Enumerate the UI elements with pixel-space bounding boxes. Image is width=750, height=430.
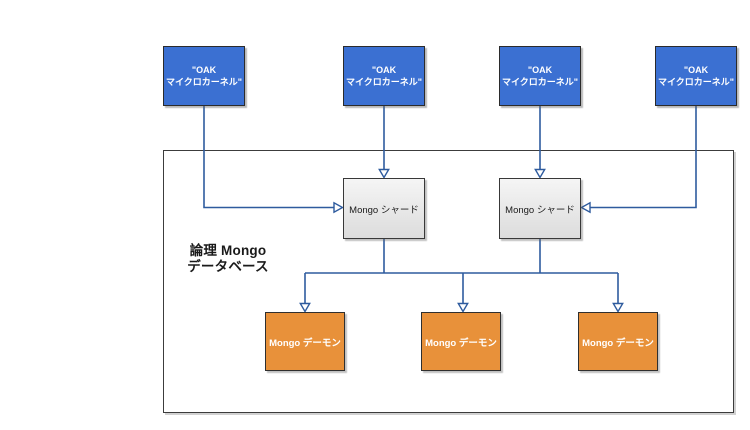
mongo-daemon-label: Mongo デーモン	[582, 337, 654, 349]
mongo-shard-label: Mongo シャード	[505, 204, 575, 216]
mongo-daemon-label: Mongo デーモン	[269, 337, 341, 349]
microkernel-label: "OAK マイクロカーネル"	[166, 64, 242, 88]
db-label-line1: 論理 Mongo	[189, 243, 267, 258]
microkernel-label-line1: "OAK	[683, 65, 709, 75]
microkernel-label-line2: マイクロカーネル"	[165, 77, 243, 87]
microkernel-node-1: "OAK マイクロカーネル"	[163, 46, 245, 106]
microkernel-node-3: "OAK マイクロカーネル"	[499, 46, 581, 106]
microkernel-label-line1: "OAK	[191, 65, 217, 75]
mongo-daemon-node-3: Mongo デーモン	[578, 312, 658, 371]
microkernel-label-line1: "OAK	[371, 65, 397, 75]
microkernel-label-line2: マイクロカーネル"	[501, 77, 579, 87]
mongo-shard-node-1: Mongo シャード	[343, 178, 425, 239]
microkernel-label: "OAK マイクロカーネル"	[502, 64, 578, 88]
microkernel-label-line2: マイクロカーネル"	[345, 77, 423, 87]
logical-mongo-database-label: 論理 Mongo データベース	[167, 243, 289, 275]
microkernel-label: "OAK マイクロカーネル"	[658, 64, 734, 88]
mongo-shard-label: Mongo シャード	[349, 204, 419, 216]
mongo-daemon-node-1: Mongo デーモン	[265, 312, 345, 371]
microkernel-label-line2: マイクロカーネル"	[657, 77, 735, 87]
microkernel-label: "OAK マイクロカーネル"	[346, 64, 422, 88]
microkernel-node-2: "OAK マイクロカーネル"	[343, 46, 425, 106]
logical-mongo-database-container	[163, 150, 734, 413]
mongo-shard-node-2: Mongo シャード	[499, 178, 581, 239]
db-label-line2: データベース	[187, 259, 269, 274]
mongo-daemon-node-2: Mongo デーモン	[421, 312, 501, 371]
mongo-daemon-label: Mongo デーモン	[425, 337, 497, 349]
microkernel-label-line1: "OAK	[527, 65, 553, 75]
microkernel-node-4: "OAK マイクロカーネル"	[655, 46, 737, 106]
